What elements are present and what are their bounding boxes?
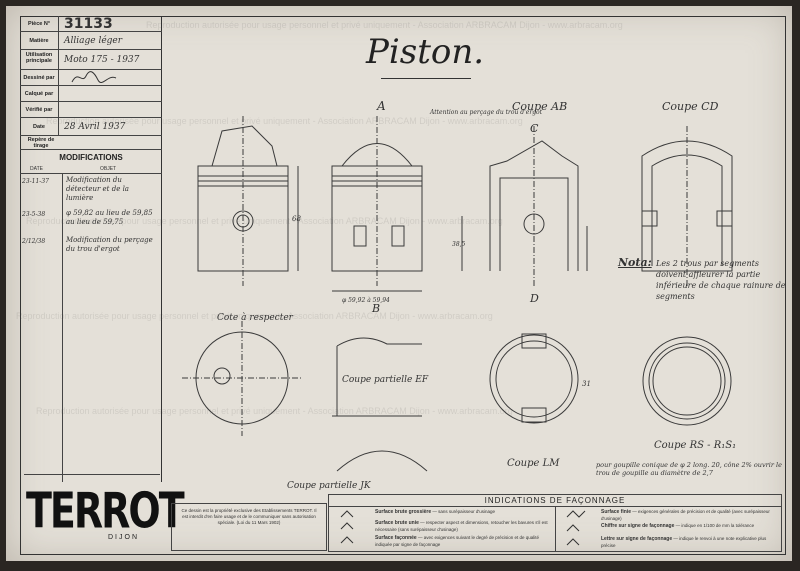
utilisation-value: Moto 175 - 1937 (64, 55, 140, 65)
watermark: Reproduction autorisée pour usage person… (16, 311, 493, 321)
watermark: Reproduction autorisée pour usage person… (146, 20, 623, 30)
drawing-title: Piston. (366, 32, 485, 72)
signature-icon (71, 71, 117, 83)
terrot-logo: TERROT DIJON (24, 474, 185, 548)
indication-item: Lettre sur signe de façonnage — indique … (601, 536, 767, 548)
indication-item: Surface finie — exigences générales de p… (601, 509, 770, 521)
dim-38: 38,5 (452, 241, 466, 248)
indication-item: Chiffre sur signe de façonnage — indique… (601, 523, 755, 529)
repere-label: Repère de tirage (27, 137, 55, 149)
dim-31: 31 (582, 380, 591, 388)
dessine-label: Dessiné par (23, 75, 55, 81)
coupe-ab-label: Coupe AB (512, 100, 567, 113)
surface-symbols-icon (340, 510, 354, 544)
piston-drawing: A Coupe AB C Coupe CD B D Coupe partiell… (182, 99, 736, 491)
coupe-jk-label: Coupe partielle JK (287, 481, 372, 491)
mod-objet: Modification du détecteur et de la lumiè… (66, 176, 129, 202)
utilisation-label: Utilisation principale (25, 52, 53, 64)
bottom-note: pour goupille conique de φ 2 long. 20, c… (596, 461, 782, 477)
view-c-label: C (530, 122, 539, 135)
coupe-lm-label: Coupe LM (507, 458, 560, 469)
mod-objet: Modification du perçage du trou d'ergot (66, 236, 153, 253)
calque-label: Calqué par (24, 91, 54, 97)
logo-city: DIJON (108, 534, 139, 541)
watermark: Reproduction autorisée pour usage person… (46, 116, 523, 126)
coupe-ef-label: Coupe partielle EF (342, 375, 429, 385)
watermark: Reproduction autorisée pour usage person… (26, 216, 503, 226)
mod-date-header: DATE (30, 166, 43, 172)
coupe-cd-label: Coupe CD (662, 100, 719, 113)
date-label: Date (33, 124, 45, 130)
verifie-label: Vérifié par (25, 107, 53, 113)
mod-date: 23-11-37 (22, 178, 49, 185)
indication-item: Surface brute unie — respecter aspect et… (375, 520, 548, 532)
modifications-title: MODIFICATIONS (59, 153, 123, 162)
drawing-sheet: Reproduction autorisée pour usage person… (6, 6, 792, 561)
mod-objet: φ 59,82 au lieu de 59,85 au lieu de 59,7… (66, 209, 153, 226)
drawing-frame (20, 16, 786, 555)
view-d-label: D (529, 292, 539, 305)
indications-box: INDICATIONS DE FAÇONNAGE Surface brute g… (328, 494, 782, 552)
mod-date: 2/12/38 (22, 238, 46, 245)
indications-title: INDICATIONS DE FAÇONNAGE (484, 496, 626, 505)
coupe-rs-label: Coupe RS - R₁S₁ (654, 440, 736, 451)
ergot-note: Attention au perçage du trou d'ergot (429, 109, 543, 116)
date-value: 28 Avril 1937 (64, 122, 126, 132)
dim-59: φ 59,92 à 59,94 (342, 297, 390, 304)
logo-brand: TERROT (26, 482, 185, 540)
cote-respecter-label: Cote à respecter (217, 312, 294, 323)
mod-objet-header: OBJET (100, 166, 117, 172)
finish-symbols-icon (566, 510, 586, 546)
nota-text: Les 2 trous par segments doivent affleur… (656, 259, 786, 301)
indication-item: Surface façonnée — avec exigences suivan… (375, 535, 540, 547)
indication-item: Surface brute grossière — sans surépaiss… (375, 509, 496, 515)
view-b-label: B (371, 302, 380, 315)
view-a-label: A (376, 99, 386, 113)
dim-68: 68 (292, 215, 301, 223)
matiere-value: Alliage léger (64, 36, 123, 46)
title-block: Pièce N° 31133 Matière Alliage léger Uti… (20, 16, 162, 482)
mod-date: 23-5-38 (22, 211, 46, 218)
piece-no-label: Pièce N° (27, 21, 51, 27)
legal-notice: Ce dessin est la propriété exclusive des… (171, 503, 327, 551)
piece-number: 31133 (64, 16, 113, 32)
matiere-label: Matière (29, 38, 49, 44)
nota-label: Nota: (618, 256, 652, 269)
